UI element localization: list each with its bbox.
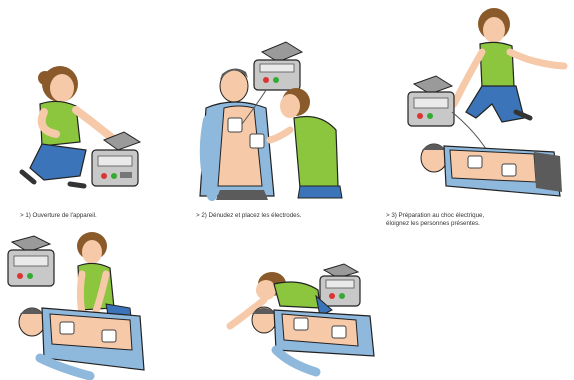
step-1-panel: > 1) Ouverture de l'appareil. [0, 0, 190, 230]
step-5-illustration [220, 260, 390, 380]
defibrillator-icon [92, 132, 140, 186]
step-1-illustration [0, 0, 190, 230]
patient-figure [19, 308, 144, 376]
step-3-panel: > 3) Préparation au choc électrique, élo… [384, 0, 574, 230]
step-1-caption: > 1) Ouverture de l'appareil. [20, 212, 97, 220]
step-2-panel: > 2) Dénudez et placez les électrodes. [190, 0, 384, 230]
patient-figure [252, 307, 374, 372]
defibrillator-icon [320, 264, 360, 306]
step-3-caption-line2: éloignez les personnes présentes. [386, 220, 480, 228]
step-4-panel [0, 230, 190, 380]
step-2-illustration [190, 0, 384, 230]
defibrillator-icon [254, 42, 302, 90]
step-3-caption-line1: > 3) Préparation au choc électrique, [386, 212, 484, 220]
defibrillator-icon [8, 236, 54, 286]
patient-figure [421, 144, 562, 196]
step-2-caption: > 2) Dénudez et placez les électrodes. [196, 212, 301, 220]
step-5-panel [220, 260, 390, 380]
rescuer-figure [270, 88, 342, 198]
step-3-illustration [384, 0, 574, 230]
rescuer-figure [454, 8, 564, 122]
step-4-illustration [0, 230, 190, 380]
